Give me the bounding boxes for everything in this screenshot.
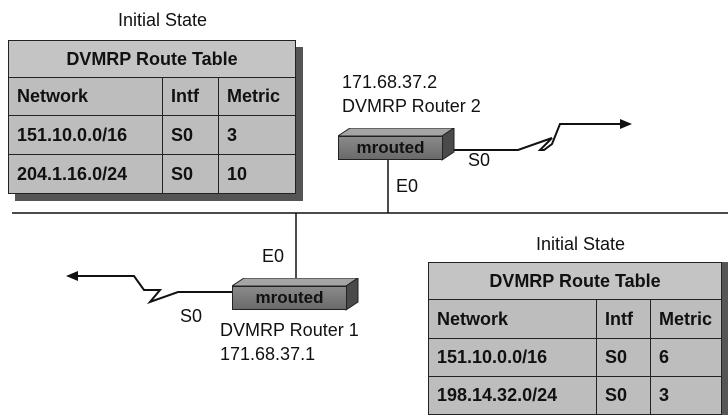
cell-intf: S0 [163, 155, 219, 193]
header-intf: Intf [163, 78, 219, 115]
cell-network: 151.10.0.0/16 [9, 116, 163, 154]
table-row: 151.10.0.0/16 S0 3 [9, 116, 295, 155]
router1-name: DVMRP Router 1 [220, 320, 359, 340]
top-table-header-row: Network Intf Metric [9, 78, 295, 116]
router1-address: 171.68.37.1 [220, 344, 316, 364]
header-metric: Metric [659, 308, 713, 329]
bottom-route-table: DVMRP Route Table Network Intf Metric 15… [428, 262, 722, 415]
cell-network: 204.1.16.0/24 [9, 155, 163, 193]
router2-name: DVMRP Router 2 [342, 96, 481, 116]
cell-metric: 3 [227, 124, 238, 145]
router2-serial-label: S0 [468, 150, 491, 170]
table-row: 204.1.16.0/24 S0 10 [9, 155, 295, 193]
router1-ethernet-label: E0 [262, 246, 285, 266]
cell-intf: S0 [597, 377, 651, 414]
cell-metric: 10 [227, 163, 248, 184]
router1-icon: mrouted [232, 278, 359, 311]
cell-metric: 6 [659, 347, 670, 367]
cell-network: 151.10.0.0/16 [429, 339, 597, 376]
table-row: 198.14.32.0/24 S0 3 [429, 377, 721, 414]
router2-address: 171.68.37.2 [342, 72, 438, 92]
header-metric: Metric [227, 86, 281, 106]
header-network: Network [9, 78, 163, 115]
top-table-title: DVMRP Route Table [9, 41, 295, 78]
table-row: 151.10.0.0/16 S0 6 [429, 339, 721, 377]
router2-label: mrouted [338, 136, 443, 160]
cell-intf: S0 [597, 339, 651, 376]
bottom-table-header-row: Network Intf Metric [429, 300, 721, 339]
router1-serial-link [66, 271, 232, 305]
router1-label: mrouted [232, 286, 347, 310]
top-table-caption: Initial State [118, 10, 208, 30]
header-intf: Intf [597, 300, 651, 338]
cell-intf: S0 [163, 116, 219, 154]
router1-serial-label: S0 [180, 306, 203, 326]
bottom-table-caption: Initial State [536, 234, 626, 254]
bottom-table-title: DVMRP Route Table [429, 263, 721, 300]
router2-ethernet-label: E0 [396, 176, 419, 196]
header-network: Network [429, 300, 597, 338]
top-route-table: DVMRP Route Table Network Intf Metric 15… [8, 40, 296, 194]
router2-icon: mrouted [338, 128, 455, 161]
cell-network: 198.14.32.0/24 [429, 377, 597, 414]
router2-serial-link [454, 119, 632, 151]
cell-metric: 3 [659, 385, 670, 405]
